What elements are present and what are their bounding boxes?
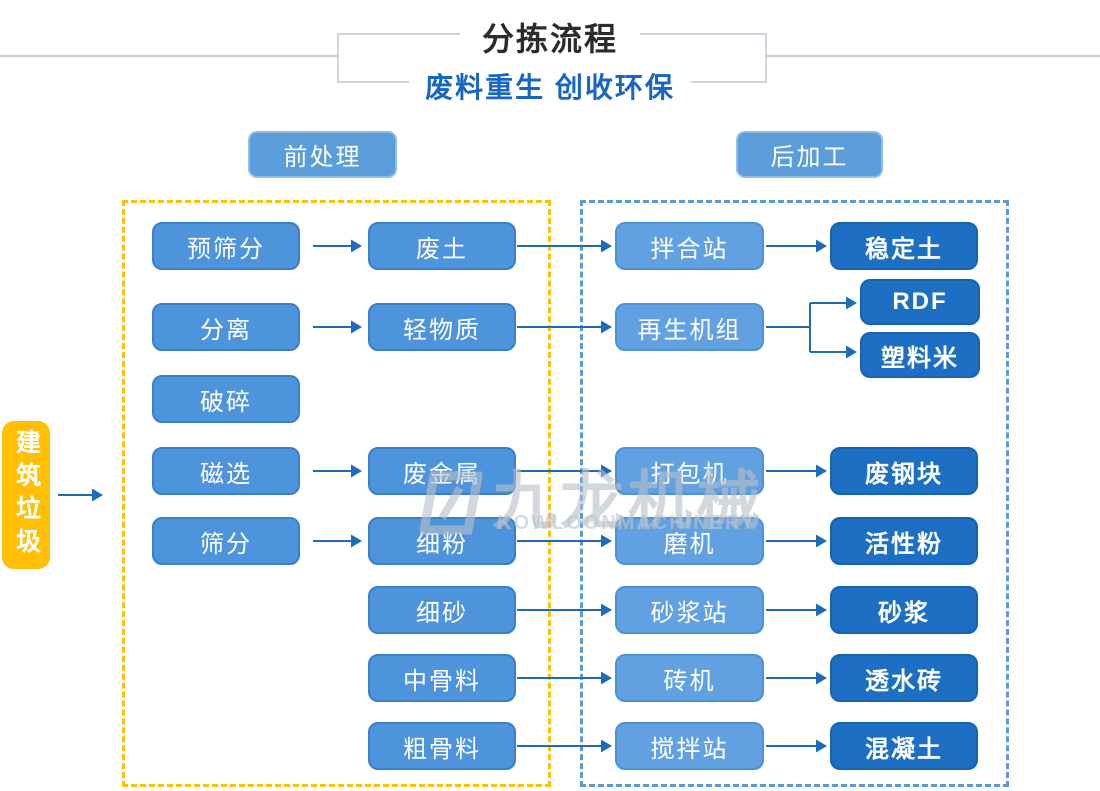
- node-coarse-aggregate: 粗骨料: [368, 722, 516, 770]
- node-rdf: RDF: [860, 279, 980, 325]
- node-mixing-station: 拌合站: [615, 222, 764, 270]
- node-baler: 打包机: [615, 447, 764, 495]
- node-scrap-steel: 废钢块: [830, 447, 978, 495]
- node-separation: 分离: [152, 303, 300, 351]
- node-crushing: 破碎: [152, 375, 300, 423]
- page-title-text: 分拣流程: [459, 14, 640, 60]
- node-concrete: 混凝土: [830, 722, 978, 770]
- node-fine-sand: 细砂: [368, 586, 516, 634]
- source-box-label: 建筑垃圾: [12, 429, 41, 561]
- node-recycling-unit: 再生机组: [615, 303, 764, 351]
- page-subtitle: 废料重生 创收环保: [0, 66, 1100, 106]
- node-scrap-metal: 废金属: [368, 447, 516, 495]
- source-box-construction-waste: 建筑垃圾: [2, 421, 50, 569]
- node-stabilized-soil: 稳定土: [830, 222, 978, 270]
- node-screening: 筛分: [152, 517, 300, 565]
- flow-arrowhead: [92, 488, 103, 502]
- page-title: 分拣流程: [0, 14, 1100, 60]
- node-light-material: 轻物质: [368, 303, 516, 351]
- node-fine-powder: 细粉: [368, 517, 516, 565]
- node-plastic-pellets: 塑料米: [860, 332, 980, 378]
- node-concrete-batching: 搅拌站: [615, 722, 764, 770]
- node-mortar: 砂浆: [830, 586, 978, 634]
- node-active-powder: 活性粉: [830, 517, 978, 565]
- node-pre-screening: 预筛分: [152, 222, 300, 270]
- node-medium-aggregate: 中骨料: [368, 654, 516, 702]
- post-processing-frame: [580, 200, 1009, 787]
- node-permeable-brick: 透水砖: [830, 654, 978, 702]
- node-waste-soil: 废土: [368, 222, 516, 270]
- node-mortar-station: 砂浆站: [615, 586, 764, 634]
- node-magnetic-separation: 磁选: [152, 447, 300, 495]
- section-label-post-processing: 后加工: [736, 131, 883, 178]
- node-mill: 磨机: [615, 517, 764, 565]
- node-brick-machine: 砖机: [615, 654, 764, 702]
- pre-processing-frame: [122, 200, 551, 787]
- section-label-pre-processing: 前处理: [248, 131, 397, 178]
- page-subtitle-text: 废料重生 创收环保: [409, 66, 691, 106]
